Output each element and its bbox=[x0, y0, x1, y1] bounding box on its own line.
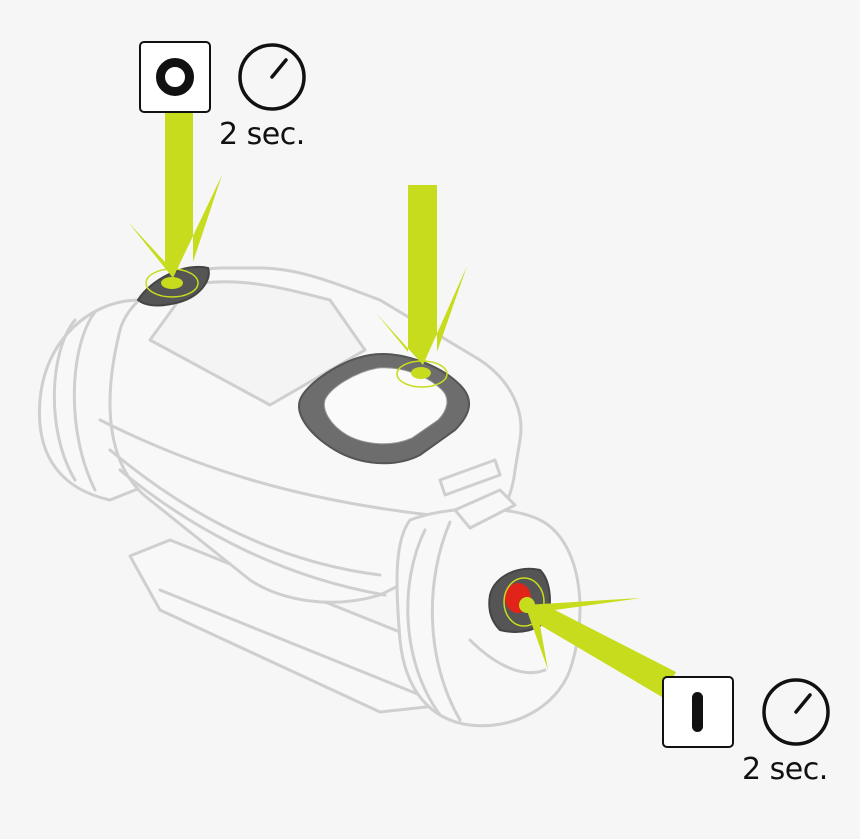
center-button-highlight bbox=[411, 367, 431, 379]
duration-label-stop: 2 sec. bbox=[219, 117, 305, 152]
callout-stop bbox=[139, 41, 306, 113]
arrow-top-button bbox=[128, 112, 222, 278]
timer-icon bbox=[238, 43, 306, 111]
stop-circle-icon bbox=[156, 58, 194, 96]
callout-record bbox=[662, 676, 830, 748]
top-side-button-highlight bbox=[161, 277, 183, 289]
arrow-center-button bbox=[376, 185, 467, 365]
duration-label-record: 2 sec. bbox=[742, 752, 828, 787]
stop-icon-box bbox=[139, 41, 211, 113]
record-bar-icon bbox=[692, 692, 703, 732]
record-button-ring bbox=[503, 577, 545, 627]
timer-icon bbox=[762, 678, 830, 746]
arrow-record-button bbox=[525, 598, 676, 697]
